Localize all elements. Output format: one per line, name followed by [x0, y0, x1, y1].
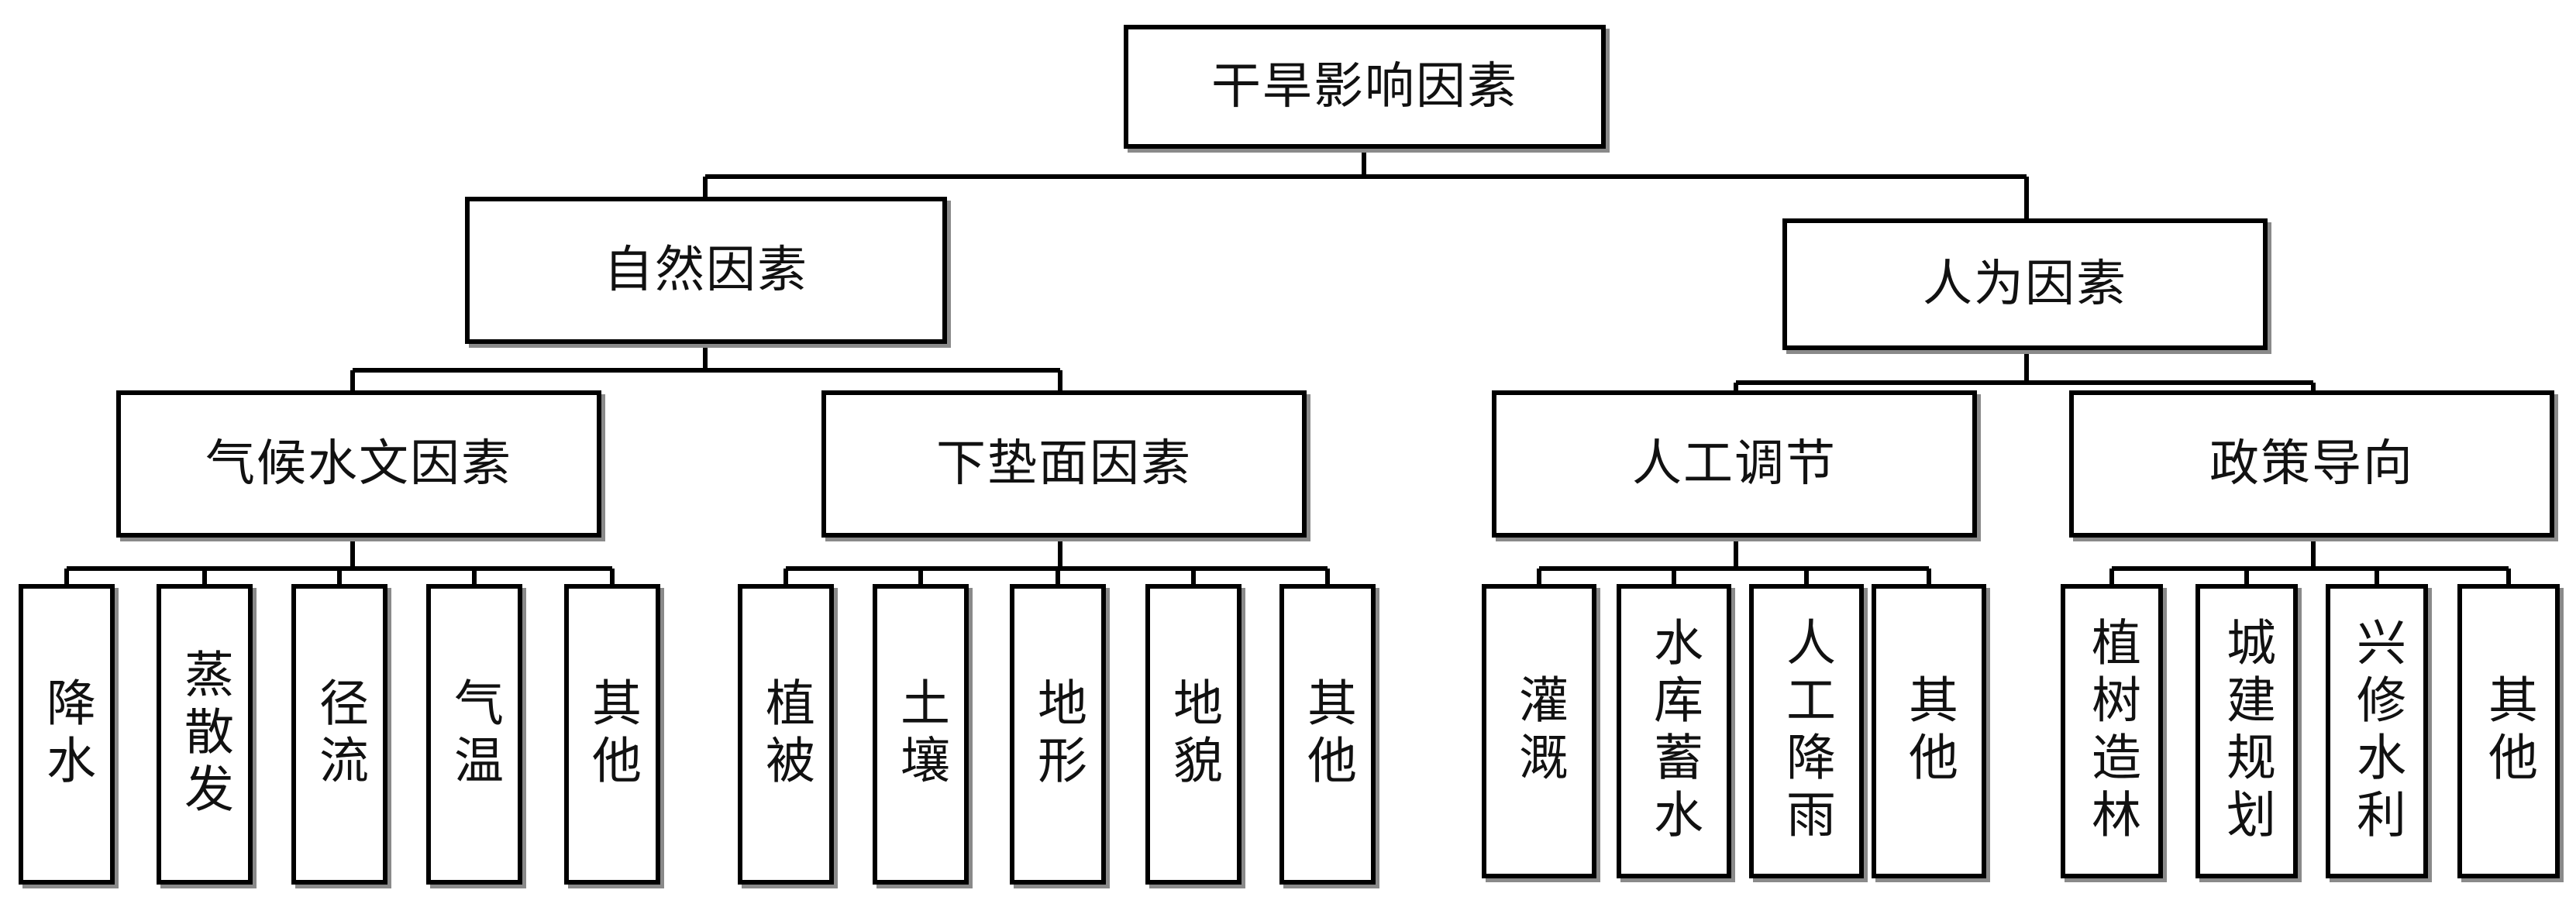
leaf-node: 地形 — [1010, 584, 1106, 885]
leaf-label: 植被 — [757, 677, 814, 792]
connector-regulation-leaves — [1537, 538, 1931, 584]
leaf-label: 降水 — [38, 677, 95, 792]
leaf-node: 其他 — [1872, 584, 1986, 878]
natural-factors-label: 自然因素 — [604, 242, 808, 299]
climate-hydrology-label: 气候水文因素 — [205, 435, 512, 493]
underlying-surface-node: 下垫面因素 — [821, 390, 1307, 538]
leaf-node: 气温 — [426, 584, 522, 885]
leaf-node: 城建规划 — [2195, 584, 2298, 878]
leaf-label: 径流 — [311, 677, 368, 792]
leaf-label: 人工降雨 — [1778, 617, 1835, 846]
leaf-label: 其他 — [1900, 674, 1958, 789]
leaf-label: 其他 — [1299, 677, 1356, 792]
connector-human — [1734, 350, 2316, 390]
leaf-label: 水库蓄水 — [1645, 617, 1703, 846]
leaf-label: 兴修水利 — [2348, 617, 2406, 846]
leaf-node: 地貌 — [1145, 584, 1242, 885]
connector-root — [703, 149, 2029, 218]
human-regulation-node: 人工调节 — [1492, 390, 1977, 538]
leaf-node: 其他 — [2457, 584, 2560, 878]
connector-policy-leaves — [2109, 538, 2511, 584]
leaf-node: 水库蓄水 — [1617, 584, 1731, 878]
leaf-node: 其他 — [564, 584, 660, 885]
leaf-label: 其他 — [2480, 674, 2537, 789]
human-factors-label: 人为因素 — [1923, 256, 2127, 313]
connector-surface-leaves — [783, 538, 1330, 584]
leaf-label: 其他 — [584, 677, 641, 792]
leaf-node: 兴修水利 — [2326, 584, 2428, 878]
connector-natural — [350, 344, 1062, 390]
leaf-label: 蒸散发 — [176, 648, 233, 820]
leaf-label: 土壤 — [892, 677, 949, 792]
natural-factors-node: 自然因素 — [465, 197, 947, 344]
policy-guidance-label: 政策导向 — [2209, 435, 2414, 493]
policy-guidance-node: 政策导向 — [2069, 390, 2554, 538]
leaf-label: 灌溉 — [1510, 674, 1568, 789]
leaf-label: 地形 — [1029, 677, 1087, 792]
leaf-label: 植树造林 — [2083, 617, 2140, 846]
underlying-surface-label: 下垫面因素 — [936, 435, 1192, 493]
climate-hydrology-node: 气候水文因素 — [116, 390, 601, 538]
leaf-node: 植被 — [738, 584, 834, 885]
leaf-node: 其他 — [1279, 584, 1376, 885]
leaf-node: 植树造林 — [2061, 584, 2163, 878]
connector-climate-leaves — [64, 538, 615, 584]
leaf-label: 城建规划 — [2218, 617, 2275, 846]
root-label: 干旱影响因素 — [1211, 58, 1518, 115]
leaf-label: 气温 — [446, 677, 503, 792]
leaf-node: 降水 — [19, 584, 115, 885]
leaf-node: 蒸散发 — [157, 584, 253, 885]
human-regulation-label: 人工调节 — [1632, 435, 1837, 493]
leaf-node: 灌溉 — [1482, 584, 1596, 878]
leaf-node: 土壤 — [873, 584, 969, 885]
leaf-node: 人工降雨 — [1749, 584, 1864, 878]
leaf-node: 径流 — [291, 584, 387, 885]
human-factors-node: 人为因素 — [1782, 218, 2268, 350]
root-node: 干旱影响因素 — [1124, 25, 1606, 149]
leaf-label: 地貌 — [1165, 677, 1222, 792]
